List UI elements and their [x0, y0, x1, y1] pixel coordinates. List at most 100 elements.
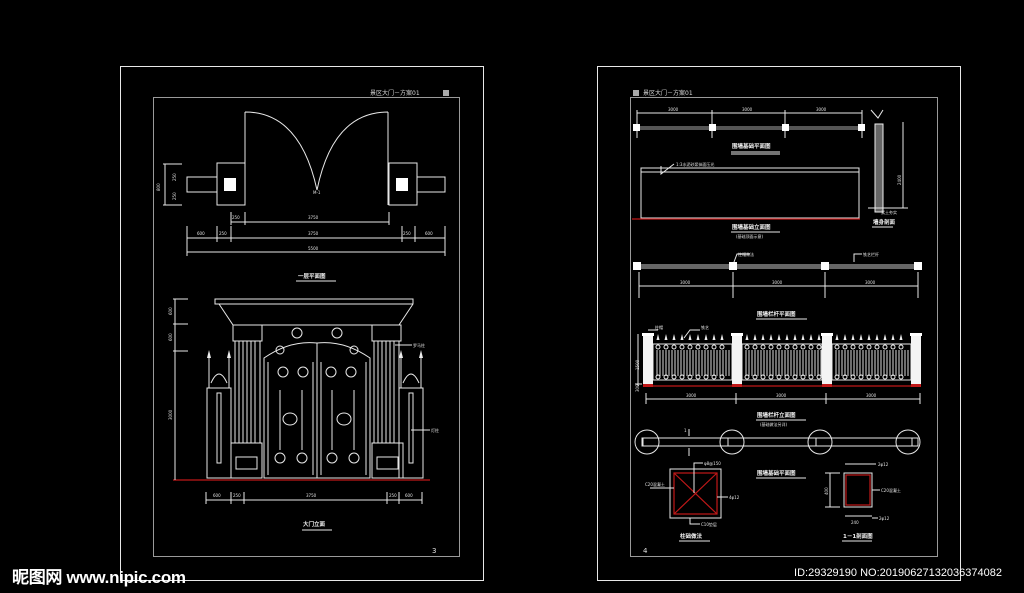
dim-text: 3750	[306, 493, 317, 498]
fence-ornament	[808, 374, 814, 380]
callout-text: 铁艺栏杆	[863, 251, 879, 257]
fence-ornament	[663, 344, 669, 350]
fence-post	[732, 336, 742, 384]
sheet-3: 景区大门－方案01 M-1 800 250 250 250 3750 600 2…	[120, 66, 484, 581]
dim-text: 250	[233, 493, 241, 498]
wall-plan-label: 围墙基础平面图	[732, 142, 771, 150]
fence-ornament	[776, 344, 782, 350]
image-id: ID:29329190 NO:20190627132036374082	[794, 567, 1002, 579]
fence-ornament	[874, 344, 880, 350]
dim-text: 600	[405, 493, 413, 498]
dim-text: 3000	[668, 107, 679, 112]
watermark-logo: 昵图网 www.nipic.com	[12, 568, 186, 587]
fence-spike	[835, 334, 839, 340]
dim-text: 250	[172, 192, 177, 200]
sheet-4: 景区大门－方案01 3000 3000 3000 围墙基础平面图 1:3水泥砂浆…	[597, 66, 961, 581]
fence-spike	[720, 334, 724, 340]
callout-text: 素土夯实	[881, 209, 897, 215]
fence-ornament	[752, 344, 758, 350]
fence-ornament	[866, 344, 872, 350]
fence-ornament	[800, 374, 806, 380]
fence-ornament	[816, 374, 822, 380]
dim-text: 3000	[686, 393, 697, 398]
fence-ornament	[760, 344, 766, 350]
plan-label: 一层平面图	[298, 272, 326, 280]
fence-spike	[777, 334, 781, 340]
section-detail: 2φ12 C20混凝土 2φ12 400 240 1－1剖面图	[824, 462, 901, 542]
fence-ornament	[679, 344, 685, 350]
fence-plan: 柱帽做法 铁艺栏杆 3000 3000 3000 围墙栏杆平面图	[633, 251, 922, 320]
right-column	[371, 324, 404, 479]
fence-ornament	[655, 344, 661, 350]
fence-ornament	[898, 344, 904, 350]
fence-plan-label: 围墙栏杆平面图	[757, 310, 796, 318]
foundation-plan: 1 围墙基础平面图	[634, 428, 921, 479]
callout-text: C10垫层	[701, 521, 717, 527]
dim-text: 600	[425, 231, 433, 236]
fence-spike	[859, 334, 863, 340]
post-cap	[642, 333, 654, 336]
fence-ornament	[800, 344, 806, 350]
fence-ornament	[834, 344, 840, 350]
fence-ornament	[874, 374, 880, 380]
dim-text: 3000	[772, 280, 783, 285]
fence-spike	[793, 334, 797, 340]
fence-ornament	[687, 344, 693, 350]
fence-ornament	[858, 374, 864, 380]
fence-ornament	[850, 374, 856, 380]
fence-ornament	[792, 344, 798, 350]
fence-spike	[817, 334, 821, 340]
sheet-outer-border	[120, 66, 484, 581]
fence-ornament	[744, 344, 750, 350]
dim-text: 250	[219, 231, 227, 236]
fence-spike	[883, 334, 887, 340]
dim-text: 5500	[308, 246, 319, 251]
fence-ornament	[842, 344, 848, 350]
fence-ornament	[808, 344, 814, 350]
fence-spike	[851, 334, 855, 340]
fence-spike	[712, 334, 716, 340]
gate-elevation: 600 600 3000 600 250 3750 250 600 罗马柱 灯柱…	[168, 298, 439, 531]
fence-ornament	[711, 344, 717, 350]
dim-text: 3000	[816, 107, 827, 112]
fence-elevation-labels: 柱帽 铁艺 1500 300 3000 3000 3000 围墙栏杆立面图 (基…	[635, 324, 921, 427]
dim-text: 3000	[865, 280, 876, 285]
callout-text: 1:3水泥砂浆抹面压光	[676, 161, 714, 167]
fence-ornament	[695, 374, 701, 380]
fence-ornament	[719, 374, 725, 380]
fence-spike	[680, 334, 684, 340]
dim-text: 3750	[308, 231, 319, 236]
fence-ornament	[711, 374, 717, 380]
fence-elevation-label: 围墙栏杆立面图	[757, 411, 796, 419]
fence-ornament	[671, 344, 677, 350]
dim-text: 600	[168, 307, 173, 315]
fence-ornament	[752, 374, 758, 380]
cut-mark: 1	[684, 428, 687, 433]
fence-ornament	[834, 374, 840, 380]
fence-spike	[664, 334, 668, 340]
fence-ornament	[890, 344, 896, 350]
fence-spike	[761, 334, 765, 340]
dim-text: 300	[635, 384, 640, 392]
post-cap	[731, 333, 743, 336]
callout-text: 柱帽	[655, 324, 663, 330]
sublabel: (基础做法另详)	[760, 421, 788, 427]
fence-ornament	[768, 374, 774, 380]
wall-elevation-label: 围墙基础立面图	[732, 223, 771, 231]
dim-text: 240	[851, 520, 859, 525]
fence-spike	[688, 334, 692, 340]
fence-ornament	[776, 374, 782, 380]
wall-section-label: 墙身剖面	[873, 218, 896, 226]
fence-ornament	[655, 374, 661, 380]
fence-spike	[801, 334, 805, 340]
fence-ornament	[858, 344, 864, 350]
callout-text: φ8@150	[704, 461, 721, 466]
callout-text: 罗马柱	[413, 342, 425, 348]
dim-text: 3000	[168, 409, 173, 420]
fence-ornament	[760, 374, 766, 380]
fence-spike	[843, 334, 847, 340]
dim-text: 250	[403, 231, 411, 236]
fence-ornament	[703, 344, 709, 350]
dim-text: 600	[197, 231, 205, 236]
fence-ornament	[663, 374, 669, 380]
